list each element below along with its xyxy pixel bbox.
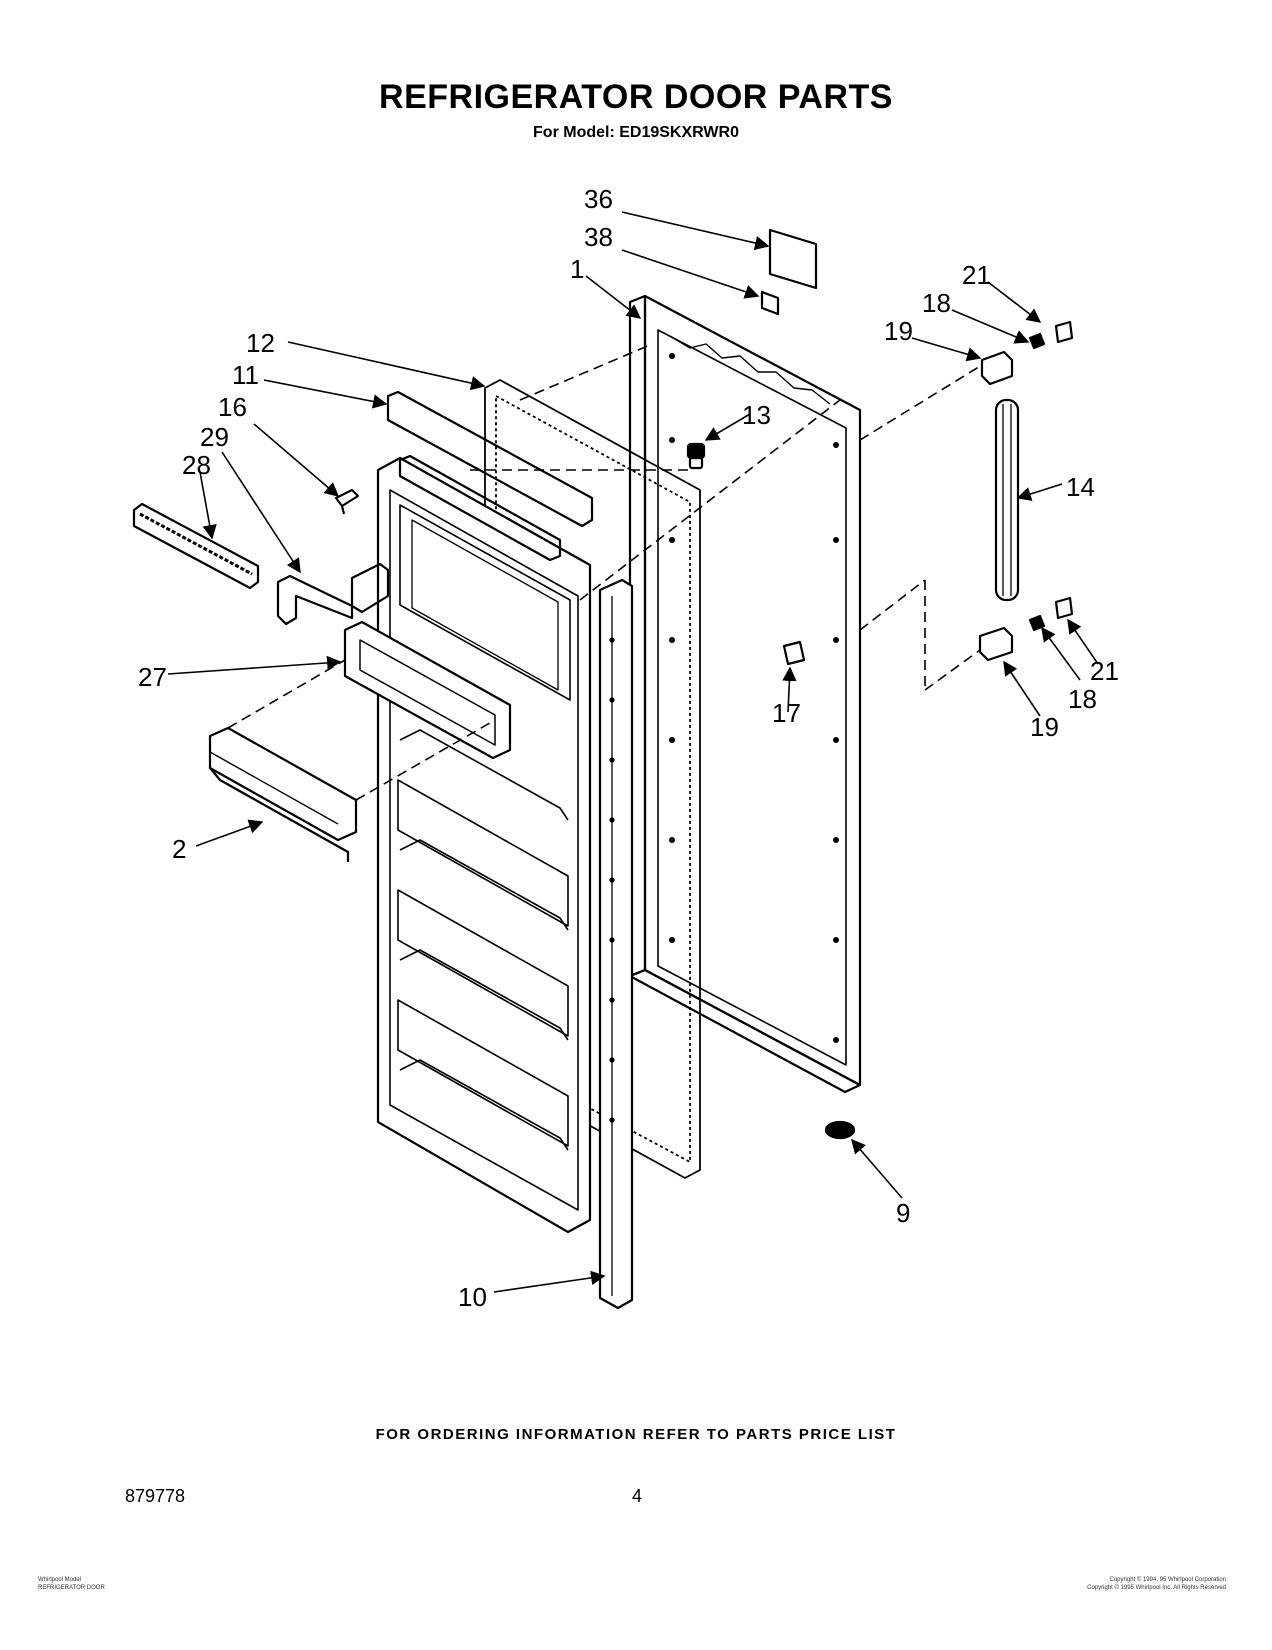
outer-door-panel [628, 294, 862, 1094]
callout-12: 12 [246, 328, 275, 358]
callout-27: 27 [138, 662, 167, 692]
callout-9: 9 [896, 1198, 910, 1228]
callout-38: 38 [584, 222, 613, 252]
glide-9 [824, 1120, 856, 1140]
callout-36: 36 [584, 184, 613, 214]
callout-11: 11 [232, 360, 259, 390]
footer-right-line1: Copyright © 1994, 95 Whirlpool Corporati… [1109, 1577, 1226, 1583]
callout-18-upper: 18 [922, 288, 951, 318]
model-subtitle: For Model: ED19SKXRWR0 [533, 124, 739, 141]
document-number: 879778 [125, 1486, 186, 1506]
door-liner [376, 456, 592, 1234]
door-handle [994, 398, 1020, 602]
trim-strip [598, 578, 634, 1310]
callout-29: 29 [200, 422, 229, 452]
dispenser-trim [132, 502, 260, 590]
callout-14: 14 [1066, 472, 1095, 502]
lower-hinge [978, 596, 1074, 662]
ordering-note: FOR ORDERING INFORMATION REFER TO PARTS … [375, 1426, 897, 1443]
callout-19-lower: 19 [1030, 712, 1059, 742]
callout-21-upper: 21 [962, 260, 991, 290]
label-36 [768, 228, 818, 290]
callout-1: 1 [570, 254, 584, 284]
screw-16 [334, 488, 360, 515]
callout-28: 28 [182, 450, 211, 480]
callout-17: 17 [772, 698, 801, 728]
callout-16: 16 [218, 392, 247, 422]
callout-2: 2 [172, 834, 186, 864]
footer-left-line2: REFRIGERATOR DOOR [38, 1585, 105, 1591]
hinge-pin-13 [686, 442, 706, 470]
footer-right: Copyright © 1994, 95 Whirlpool Corporati… [1087, 1576, 1226, 1592]
callout-10: 10 [458, 1282, 487, 1312]
page-number: 4 [632, 1486, 643, 1506]
callout-18-lower: 18 [1068, 684, 1097, 714]
dispenser-actuator [276, 562, 390, 626]
footer-left: Whirlpool Model REFRIGERATOR DOOR [38, 1576, 105, 1592]
callout-19-upper: 19 [884, 316, 913, 346]
shelf-front [208, 726, 358, 862]
callout-13: 13 [742, 400, 771, 430]
label-38 [760, 290, 780, 316]
footer-left-line1: Whirlpool Model [38, 1577, 82, 1583]
upper-hinge [980, 320, 1074, 386]
plug-17 [782, 640, 806, 666]
top-bracket [386, 390, 594, 562]
page-title: REFRIGERATOR DOOR PARTS [379, 78, 893, 116]
callout-21-lower: 21 [1090, 656, 1119, 686]
footer-right-line2: Copyright © 1995 Whirlpool Inc. All Righ… [1087, 1585, 1226, 1591]
